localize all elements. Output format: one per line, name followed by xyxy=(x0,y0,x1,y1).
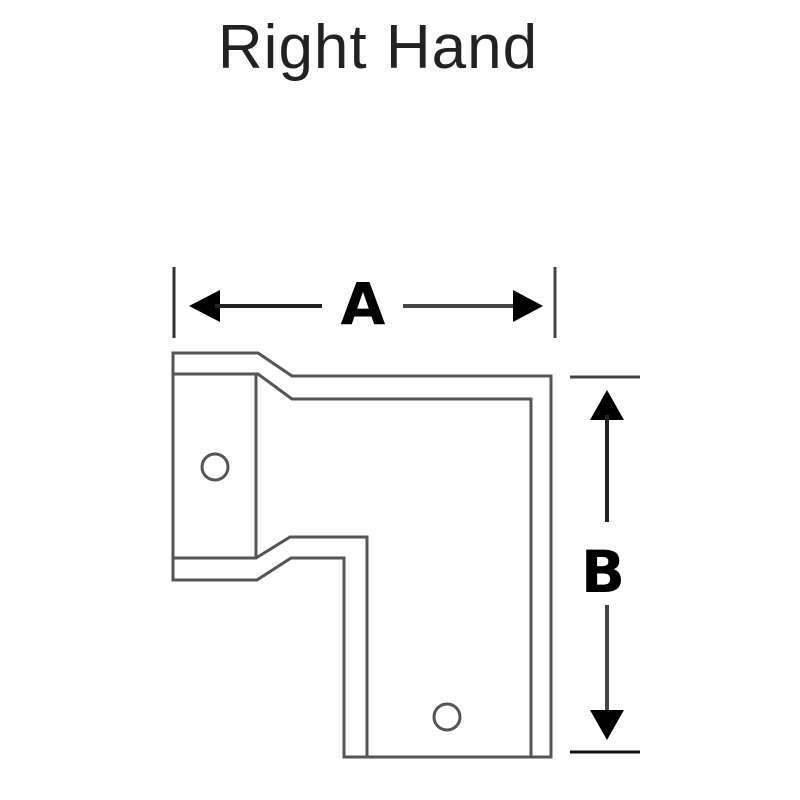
dimension-a: A xyxy=(172,267,557,338)
bracket-outer-edge xyxy=(171,351,553,759)
dimension-b-label: B xyxy=(581,538,625,606)
arrow-left-icon xyxy=(189,290,220,322)
bracket-top-inner-edge xyxy=(173,372,533,757)
bracket-outline xyxy=(171,351,553,759)
mounting-hole-bottom xyxy=(432,702,462,732)
diagram-title: Right Hand xyxy=(217,13,539,82)
arrow-up-icon xyxy=(590,390,624,420)
dimension-b: B xyxy=(570,375,640,754)
bracket-lower-inner-edge xyxy=(173,535,369,757)
arrow-right-icon xyxy=(513,290,543,322)
mounting-hole-left xyxy=(200,452,230,482)
arrow-down-icon xyxy=(590,710,624,740)
dimension-a-label: A xyxy=(341,270,386,338)
